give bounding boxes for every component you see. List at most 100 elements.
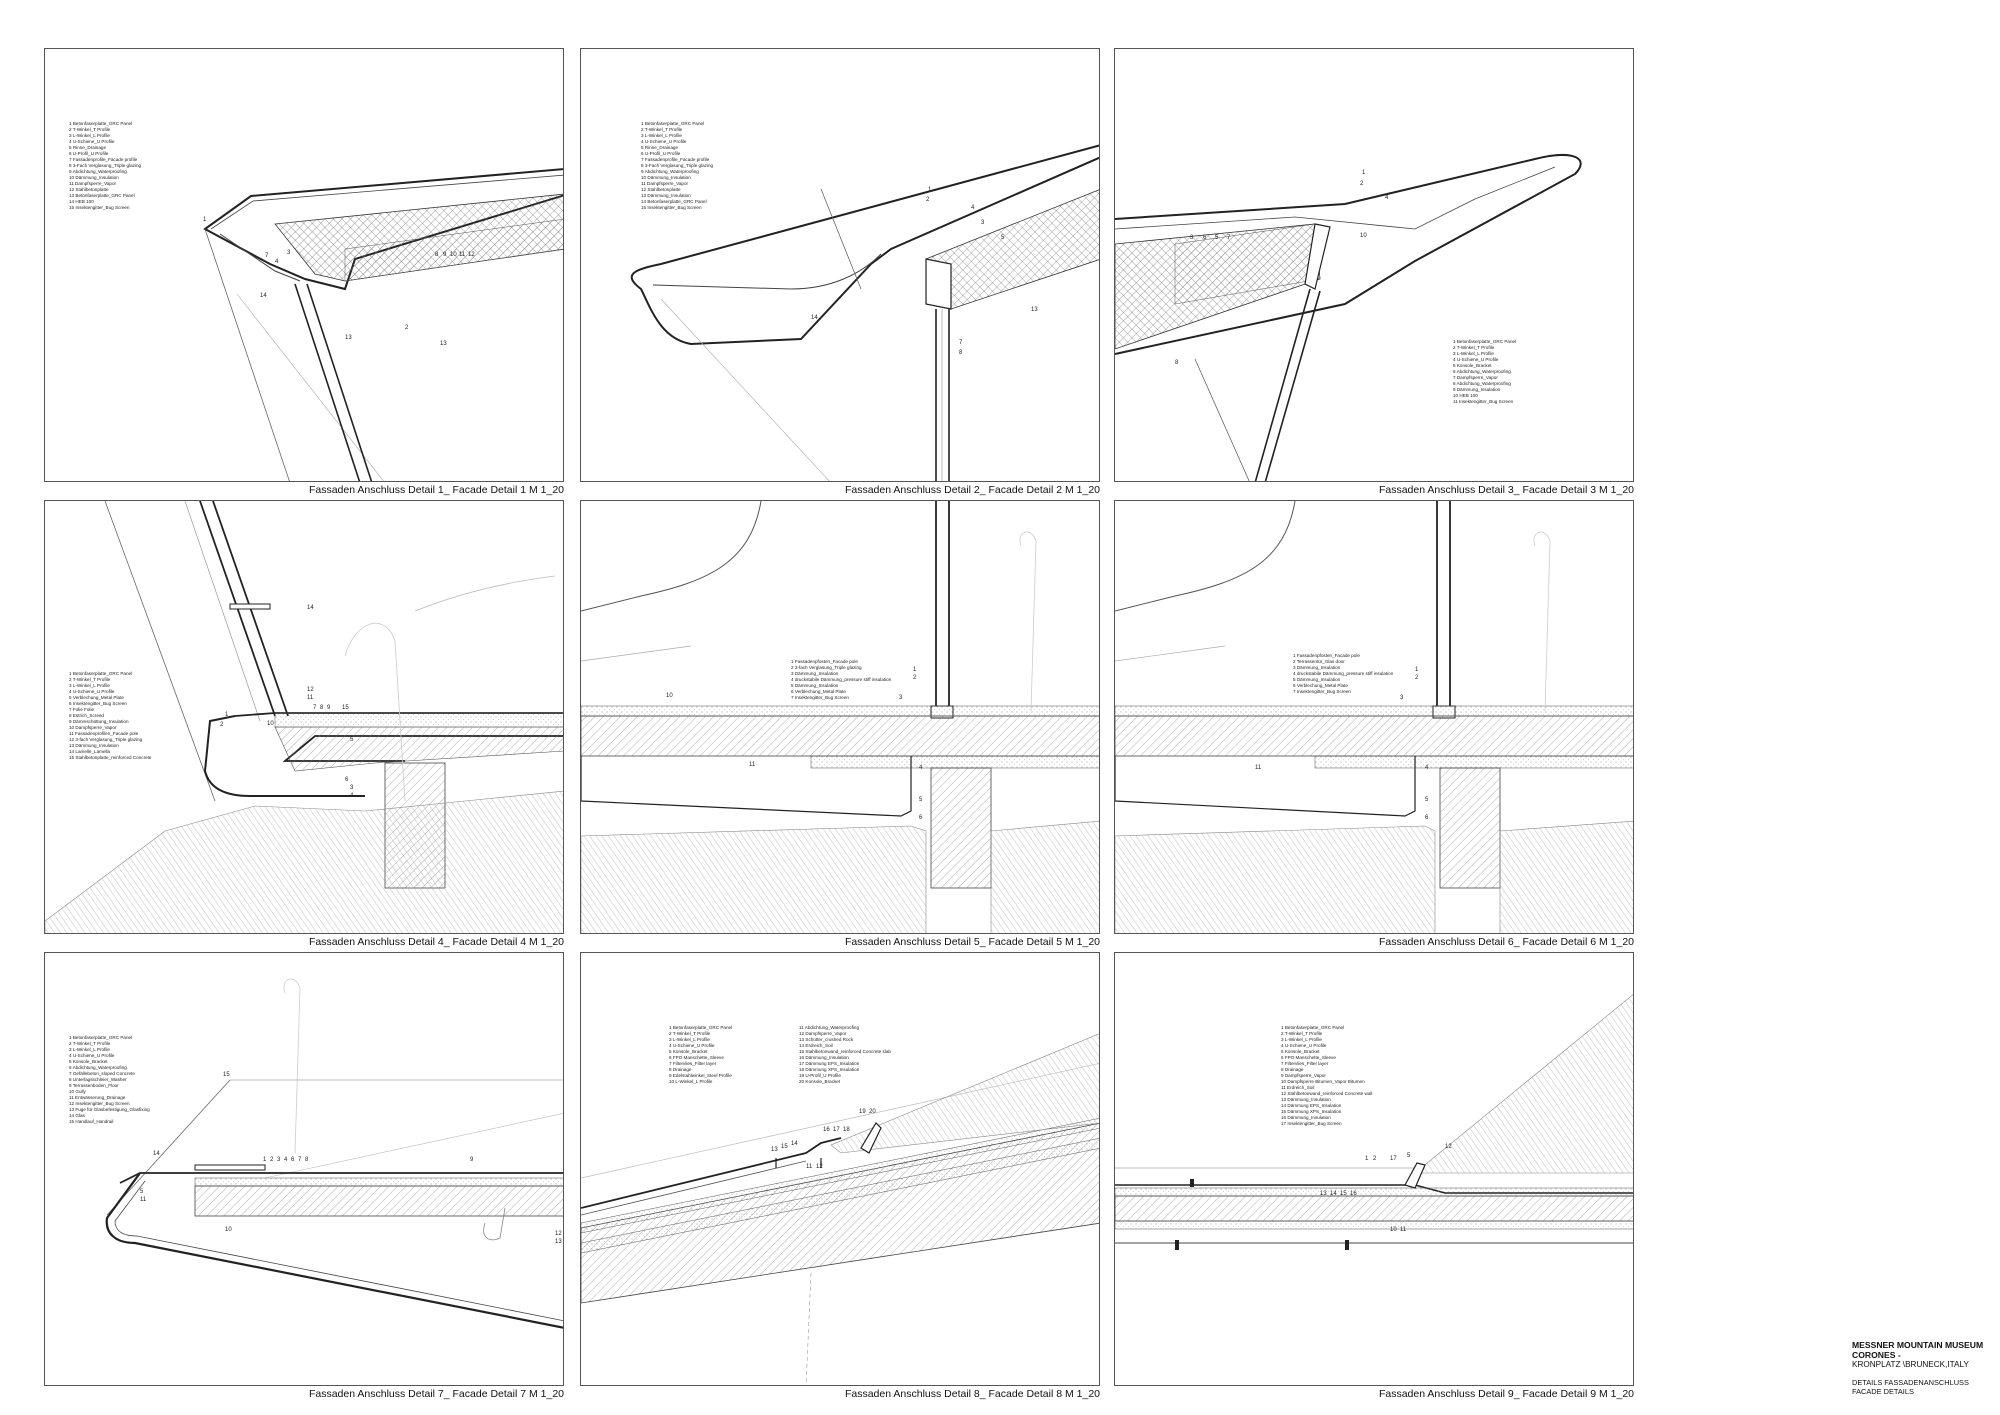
legend-item: 6 Verblechung_Metal Plate	[1293, 683, 1348, 688]
legend-item: 4 U-Schiene_U Profile	[1281, 1043, 1327, 1048]
callout-7: 14	[1330, 1191, 1337, 1197]
legend-item: 13 Schotter_crushed Rock	[799, 1037, 854, 1042]
legend-item: 1 Betonfaserplatte_GRC Panel	[669, 1025, 733, 1030]
callout-1: 1	[1415, 667, 1419, 673]
detail-panel-5: 1 2 3 10 11 4 5 6 1 Fassadenpfosten_Faca…	[580, 500, 1100, 934]
legend-4: 1 Betonfaserplatte_GRC Panel 2 T-Winkel_…	[69, 671, 152, 761]
callout-6: 4	[284, 1157, 288, 1163]
legend-item: 17 Dämmung EPS_Insulation	[799, 1061, 860, 1066]
legend-item: 2 T-Winkel_T Profile	[69, 1041, 111, 1046]
legend-item: 6 FPO Manschette_Sleeve	[1281, 1055, 1336, 1060]
legend-item: 5 Konsole_Bracket	[669, 1049, 708, 1054]
callout-6: 9	[443, 252, 447, 258]
detail-drawing-3: 1 2 4 3 6 5 7 10 8	[1115, 154, 1582, 481]
callout-7: 5	[919, 797, 923, 803]
legend-item: 9 Abdichtung_Waterproofing	[641, 169, 699, 174]
legend-item: 4 druckstabile Dämmung_pressure stiff in…	[1293, 671, 1394, 676]
callout-1: 1	[928, 187, 932, 193]
callout-5: 8	[435, 252, 439, 258]
detail-drawing-9: 1 2 17 5 12 13 14 15 16 10 11	[1115, 994, 1633, 1250]
callout-5: 16	[823, 1127, 830, 1133]
callout-14: 12	[555, 1231, 562, 1237]
legend-5: 1 Fassadenpfosten_Facade pole 2 3-fach V…	[791, 659, 891, 701]
callout-7: 10	[450, 252, 457, 258]
legend-item: 4 U-Schiene_U Profile	[69, 1053, 115, 1058]
legend-item: 7 Gefällebeton_sloped Concrete	[69, 1071, 135, 1076]
legend-item: 3 L-Winkel_L Profile	[1281, 1037, 1322, 1042]
legend-item: 3 L-Winkel_L Profile	[641, 133, 682, 138]
legend-item: 6 U-Profil_U Profile	[69, 151, 109, 156]
callout-5: 11	[749, 762, 756, 768]
callout-4: 3	[287, 250, 291, 256]
legend-item: 2 T-Winkel_T Profile	[69, 127, 111, 132]
legend-item: 1 Fassadenpfosten_Facade pole	[791, 659, 858, 664]
legend-item: 10 Dampfsperre_Vapor	[69, 725, 117, 730]
legend-item: 14 Betonfaserplatte_GRC Panel	[641, 199, 707, 204]
callout-11: 5	[350, 737, 354, 743]
callout-2: 2	[926, 197, 930, 203]
callout-6: 14	[791, 1141, 798, 1147]
callout-2: 2	[1415, 675, 1419, 681]
legend-item: 3 Dämmung_Insulation	[1293, 665, 1341, 670]
callout-1: 19	[859, 1109, 866, 1115]
legend-item: 2 3-fach Verglasung_Triple glazing	[791, 665, 862, 670]
callout-7: 6	[291, 1157, 295, 1163]
callout-5: 3	[277, 1157, 281, 1163]
callout-12: 13	[440, 341, 447, 347]
legend-item: 15 Insektengitter_Bug Screen	[641, 205, 702, 210]
legend-item: 2 T-Winkel_T Profile	[1453, 345, 1495, 350]
detail-caption-8: Fassaden Anschluss Detail 8_ Facade Deta…	[844, 1388, 1100, 1400]
callout-5: 1	[225, 712, 229, 718]
legend-item: 2 T-Winkel_T Profile	[1281, 1031, 1323, 1036]
callout-6: 13	[1320, 1191, 1327, 1197]
legend-item: 14 HEB 100	[69, 199, 94, 204]
callout-2: 2	[1373, 1156, 1377, 1162]
legend-item: 16 Dämmung_Insulation	[799, 1055, 849, 1060]
callout-5: 12	[1445, 1144, 1452, 1150]
project-subtitle: CORONES -	[1852, 1350, 1901, 1360]
detail-panel-2: 1 2 3 4 5 14 7 8 13 1 Betonfaserplatte_G…	[580, 48, 1100, 482]
callout-2: 2	[1360, 181, 1364, 187]
legend-item: 13 Dämmung_Insulation	[1281, 1097, 1331, 1102]
callout-3: 4	[1385, 195, 1389, 201]
legend-item: 18 Dämmung XPS_Insulation	[799, 1067, 860, 1072]
legend-item: 6 U-Profil_U Profile	[641, 151, 681, 156]
callout-13: 3	[350, 785, 354, 791]
legend-item: 3 L-Winkel_L Profile	[69, 1047, 110, 1052]
legend-3: 1 Betonfaserplatte_GRC Panel 2 T-Winkel_…	[1453, 339, 1516, 405]
callout-9: 13	[1031, 307, 1038, 313]
callout-4: 17	[833, 1127, 840, 1133]
legend-item: 13 Dämmung_Insulation	[641, 193, 691, 198]
legend-item: 1 Betonfaserplatte_GRC Panel	[1281, 1025, 1345, 1030]
callout-9: 9	[327, 705, 331, 711]
legend-item: 15 Dämmung XPS_Insulation	[1281, 1109, 1342, 1114]
callout-11: 13	[345, 335, 352, 341]
legend-item: 8 Estrich_Screed	[69, 713, 104, 718]
detail-caption-7: Fassaden Anschluss Detail 7_ Facade Deta…	[308, 1388, 564, 1400]
legend-item: 2 T-Winkel_T Profile	[69, 677, 111, 682]
legend-item: 1 Betonfaserplatte_GRC Panel	[641, 121, 705, 126]
legend-item: 1 Betonfaserplatte_GRC Panel	[69, 1035, 133, 1040]
detail-drawing-4: 14 12 11 15 1 2 7 8 9 10 5 6 3 4	[45, 501, 563, 933]
legend-item: 9 Dämmschüttung_Insulation	[69, 719, 129, 724]
legend-item: 14 Erdreich_Soil	[799, 1043, 833, 1048]
callout-7: 6	[1425, 815, 1429, 821]
legend-item: 6 FPO Manschette_Sleeve	[669, 1055, 724, 1060]
legend-item: 14 Lamelle_Lamella	[69, 749, 111, 754]
title-block: MESSNER MOUNTAIN MUSEUM CORONES - KRONPL…	[1852, 1340, 1983, 1396]
legend-item: 6 Abdichtung_Waterproofing	[1453, 369, 1511, 374]
callout-11: 10	[225, 1227, 232, 1233]
callout-8: 15	[1340, 1191, 1347, 1197]
legend-item: 1 Betonfaserplatte_GRC Panel	[69, 121, 133, 126]
callout-3: 1	[263, 1157, 267, 1163]
callout-9: 8	[305, 1157, 309, 1163]
legend-item: 11 Erdreich_Soil	[1281, 1085, 1315, 1090]
legend-item: 10 Dämmung_Insulation	[69, 175, 119, 180]
legend-item: 16 Dämmung_Insulation	[1281, 1115, 1331, 1120]
callout-3: 3	[981, 220, 985, 226]
sheet-subtitle: FACADE DETAILS	[1852, 1387, 1914, 1396]
callout-5: 5	[1001, 235, 1005, 241]
callout-5: 4	[1425, 765, 1429, 771]
legend-item: 3 L-Winkel_L Profile	[669, 1037, 710, 1042]
callout-8: 11	[459, 252, 466, 258]
